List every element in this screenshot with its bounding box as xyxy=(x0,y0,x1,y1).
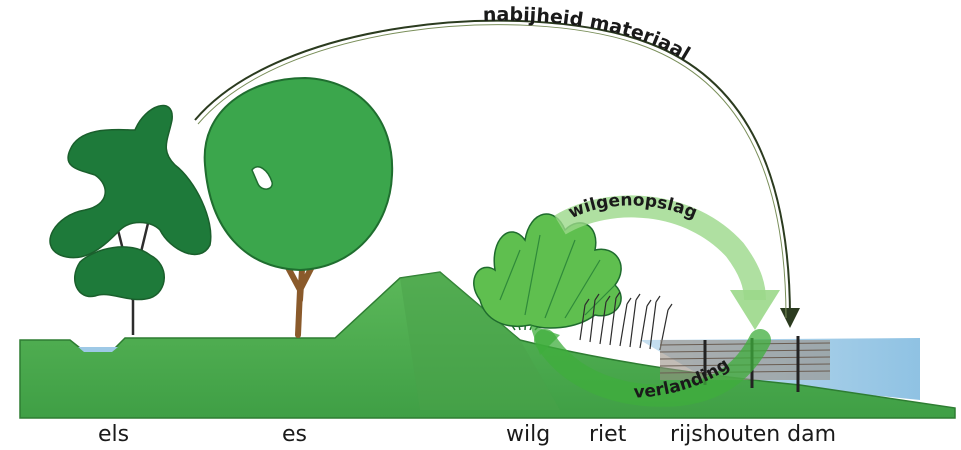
label-dam: rijshouten dam xyxy=(670,422,836,447)
label-els: els xyxy=(98,422,129,447)
willow-shrub xyxy=(474,214,621,330)
willow-arrowhead xyxy=(730,290,780,330)
label-riet: riet xyxy=(589,422,626,447)
ditch xyxy=(78,347,118,352)
label-wilg: wilg xyxy=(506,422,550,447)
alder-tree xyxy=(50,106,211,335)
label-es: es xyxy=(282,422,307,447)
ash-tree xyxy=(205,78,393,335)
top-arc-label: nabijheid materiaal xyxy=(483,4,694,66)
